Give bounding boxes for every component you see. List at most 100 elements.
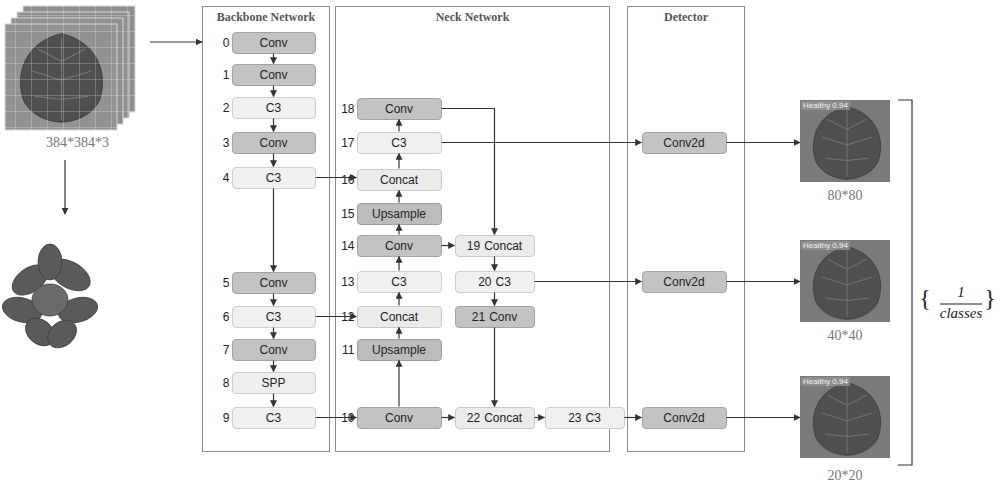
layer-box: 4C3 <box>232 167 316 189</box>
layer-box: 18Conv <box>357 98 442 120</box>
connector-arrow <box>150 41 202 42</box>
connector-arrow <box>727 281 801 282</box>
layer-box: 5Conv <box>232 272 316 294</box>
layer-name: C3 <box>496 275 511 289</box>
output-image: Healthy 0.9480*80 <box>800 100 890 204</box>
layer-number: 18 <box>341 99 354 119</box>
output-image: Healthy 0.9420*20 <box>800 376 890 484</box>
connector-arrow <box>273 54 274 64</box>
class-score: Healthy 0.94 <box>801 241 850 250</box>
brace: } <box>982 285 998 312</box>
layer-name: Conv <box>259 136 287 150</box>
layer-name: C3 <box>391 275 406 289</box>
layer-name: Conv <box>259 276 287 290</box>
layer-name: C3 <box>586 411 601 425</box>
layer-box: 3Conv <box>232 132 316 154</box>
layer-name: 20 <box>478 275 491 289</box>
size-label: 40*40 <box>800 328 890 344</box>
down-arrow <box>64 160 65 214</box>
input-image: 384*384*3 <box>5 5 150 151</box>
layer-name: 21 <box>472 310 485 324</box>
output-pictures <box>800 100 890 458</box>
connector-arrow <box>494 293 495 306</box>
layer-number: 1 <box>223 65 230 85</box>
plant-leaf <box>38 244 62 280</box>
layer-number: 5 <box>223 273 230 293</box>
output-image <box>800 376 890 458</box>
connector-arrow <box>442 109 495 235</box>
layer-name: Conv2d <box>663 275 704 289</box>
connector-arrow <box>316 316 357 317</box>
layer-name: C3 <box>391 136 406 150</box>
connector-arrow <box>442 245 455 246</box>
layer-box: 0Conv <box>232 32 316 54</box>
layer-name: Upsample <box>372 343 426 357</box>
layer-box: 8SPP <box>232 372 316 394</box>
layer-box: 13C3 <box>357 271 442 293</box>
connector-arrow <box>273 294 274 306</box>
size-label: 384*384*3 <box>5 135 150 151</box>
connector-arrow <box>316 417 357 418</box>
layer-name: C3 <box>266 171 281 185</box>
layer-name: Conv2d <box>663 411 704 425</box>
connector-arrow <box>398 293 399 306</box>
layer-box: 6C3 <box>232 306 316 328</box>
layer-number: 17 <box>341 133 354 153</box>
fraction-bar <box>940 304 982 305</box>
layer-box: 23C3 <box>545 407 625 429</box>
layer-number: 12 <box>341 307 354 327</box>
layer-number: 4 <box>223 168 230 188</box>
connector-arrow <box>494 328 495 407</box>
layer-number: 8 <box>223 373 230 393</box>
image-grid <box>5 24 117 130</box>
stage-panel: Backbone Network0Conv1Conv2C33Conv4C35Co… <box>202 6 330 452</box>
layer-name: Conv <box>489 310 517 324</box>
layer-box: 21 Conv <box>455 306 535 328</box>
layer-name: C3 <box>266 310 281 324</box>
layer-name: Conv <box>259 343 287 357</box>
connector-arrow <box>273 189 274 272</box>
layer-box: 20 C3 <box>455 271 535 293</box>
connector-arrow <box>494 257 495 271</box>
connector-arrow <box>398 257 399 271</box>
layer-number: 11 <box>342 340 354 360</box>
layer-name: Conv <box>385 102 413 116</box>
layer-name: Conv <box>385 239 413 253</box>
layer-box: 16Concat <box>357 169 442 191</box>
connector-arrow <box>535 417 545 418</box>
layer-name: Conv <box>259 68 287 82</box>
layer-box: 2C3 <box>232 97 316 119</box>
leaf-picture <box>813 247 880 320</box>
layer-name: C3 <box>266 411 281 425</box>
stage-panel: DetectorConv2dConv2dConv2d <box>627 6 745 452</box>
connector-arrow <box>273 119 274 132</box>
connector-arrow <box>398 328 399 339</box>
layer-number: 9 <box>223 408 230 428</box>
layer-box: 15Upsample <box>357 203 442 225</box>
layer-number: 10 <box>341 408 354 428</box>
layer-number: 2 <box>223 98 230 118</box>
connector-arrow <box>625 417 642 418</box>
connector-arrow <box>273 86 274 97</box>
layer-box: 14Conv <box>357 235 442 257</box>
plant-picture <box>0 244 100 353</box>
connector-arrow <box>398 154 399 169</box>
fraction-term: classes <box>936 305 986 322</box>
layer-box: 10Conv <box>357 407 442 429</box>
layer-number: 13 <box>341 272 354 292</box>
layer-box: 17C3 <box>357 132 442 154</box>
size-label: 20*20 <box>800 468 890 484</box>
layer-box: 7Conv <box>232 339 316 361</box>
layer-name: Upsample <box>372 207 426 221</box>
connector-arrow <box>273 154 274 167</box>
connector-arrow <box>273 361 274 372</box>
class-score: Healthy 0.94 <box>801 101 850 110</box>
panel-title: Neck Network <box>336 10 609 25</box>
connector-arrow <box>398 191 399 203</box>
plant-leaf <box>32 284 68 316</box>
layer-name: Conv <box>385 411 413 425</box>
connector-arrow <box>398 225 399 235</box>
